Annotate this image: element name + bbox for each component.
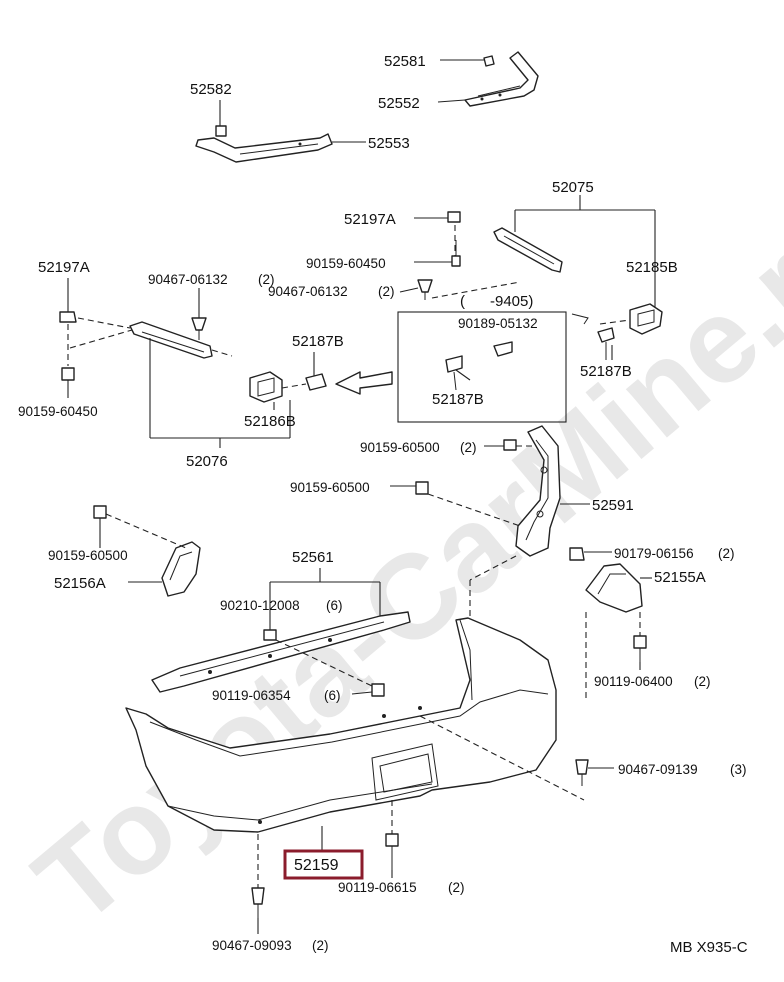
part-90467-09093-clip[interactable] xyxy=(251,887,265,918)
callout-52561: 52561 xyxy=(292,549,334,566)
callout-90467-09093-qty: (2) xyxy=(312,938,329,953)
callout-52591: 52591 xyxy=(592,497,634,514)
callout-90467-06132-left: 90467-06132 xyxy=(148,272,228,287)
part-90467-06132-right-clip[interactable] xyxy=(417,279,433,300)
callout-90467-09139: 90467-09139 xyxy=(618,762,698,777)
callout-52553: 52553 xyxy=(368,135,410,152)
callout-90179-06156: 90179-06156 xyxy=(614,546,694,561)
part-52155a-bracket[interactable] xyxy=(585,563,643,613)
callout-90467-06132-left-qty: (2) xyxy=(258,272,275,287)
part-52075-reinforcement[interactable] xyxy=(493,227,563,273)
variant-box-9405 xyxy=(397,311,567,423)
callout-52187b-mid: 52187B xyxy=(292,333,344,350)
callout-52076: 52076 xyxy=(186,453,228,470)
callout-52075: 52075 xyxy=(552,179,594,196)
callout-52552: 52552 xyxy=(378,95,420,112)
part-90159-60500-mid-bolt[interactable] xyxy=(415,481,429,495)
part-90119-06615-bolt[interactable] xyxy=(385,833,399,870)
figure-code: MB X935-C xyxy=(670,939,748,956)
part-90210-12008-washer[interactable] xyxy=(263,629,277,641)
callout-52155a: 52155A xyxy=(654,569,706,586)
part-90179-06156-nut[interactable] xyxy=(569,547,585,561)
part-90189-05132-screw[interactable] xyxy=(493,341,513,357)
callout-90119-06354-qty: (6) xyxy=(324,688,341,703)
callout-52197a-left: 52197A xyxy=(38,259,90,276)
callout-90467-06132-right: 90467-06132 xyxy=(268,284,348,299)
part-90119-06354-bolt[interactable] xyxy=(371,683,385,697)
callout-52159[interactable]: 52159 xyxy=(294,857,339,874)
callout-52187b-right: 52187B xyxy=(580,363,632,380)
callout-52582: 52582 xyxy=(190,81,232,98)
callout-90119-06615-qty: (2) xyxy=(448,880,465,895)
part-52582-clip[interactable] xyxy=(215,125,227,137)
callout-90467-09093: 90467-09093 xyxy=(212,938,292,953)
callout-90467-09139-qty: (3) xyxy=(730,762,747,777)
callout-90119-06615: 90119-06615 xyxy=(338,880,417,895)
part-52187b-mid-clip[interactable] xyxy=(305,373,327,391)
part-90467-06132-left-clip[interactable] xyxy=(191,317,207,340)
callout-90179-06156-qty: (2) xyxy=(718,546,735,561)
callout-90210-12008-qty: (6) xyxy=(326,598,343,613)
callout-90159-60500-upper-qty: (2) xyxy=(460,440,477,455)
part-90119-06400-bolt[interactable] xyxy=(633,635,647,662)
callout-90467-06132-right-qty: (2) xyxy=(378,284,395,299)
highlight-box-52159 xyxy=(283,849,364,880)
part-90467-09139-clip[interactable] xyxy=(575,759,589,786)
part-52076-reinforcement[interactable] xyxy=(129,321,213,359)
callout-52187b-box: 52187B xyxy=(432,391,484,408)
part-52185b-retainer[interactable] xyxy=(629,303,663,335)
part-90159-60450-right-bolt[interactable] xyxy=(451,240,461,267)
part-52156a-bracket[interactable] xyxy=(161,541,201,597)
callout-52581: 52581 xyxy=(384,53,426,70)
callout-52197a-right: 52197A xyxy=(344,211,396,228)
callout-90159-60500-left: 90159-60500 xyxy=(48,548,128,563)
part-52197a-left-nut[interactable] xyxy=(59,311,77,323)
part-90159-60500-left-bolt[interactable] xyxy=(93,505,107,519)
callout-90210-12008: 90210-12008 xyxy=(220,598,300,613)
part-52581-clip[interactable] xyxy=(483,55,495,67)
part-90159-60450-left-bolt[interactable] xyxy=(61,367,75,381)
callout-90159-60500-upper: 90159-60500 xyxy=(360,440,440,455)
part-52159-bumper-cover[interactable] xyxy=(125,617,557,833)
callout-90159-60450-right: 90159-60450 xyxy=(306,256,386,271)
part-90159-60500-upper-bolt[interactable] xyxy=(503,439,517,451)
callout-90159-60450-left: 90159-60450 xyxy=(18,404,98,419)
callout-90119-06400-qty: (2) xyxy=(694,674,711,689)
callout-90119-06354: 90119-06354 xyxy=(212,688,291,703)
part-52552-retainer[interactable] xyxy=(464,51,539,107)
part-52561-reinforcement[interactable] xyxy=(151,611,411,693)
callout-90119-06400: 90119-06400 xyxy=(594,674,673,689)
callout-9405: ( -9405) xyxy=(460,293,533,310)
part-52197a-right-nut[interactable] xyxy=(447,211,461,223)
part-52187b-right-clip[interactable] xyxy=(597,327,615,360)
callout-90189-05132: 90189-05132 xyxy=(458,316,538,331)
part-52553-retainer[interactable] xyxy=(195,133,333,163)
callout-52156a: 52156A xyxy=(54,575,106,592)
part-52591-bracket[interactable] xyxy=(515,425,561,557)
callout-52186b: 52186B xyxy=(244,413,296,430)
part-52186b-retainer[interactable] xyxy=(249,371,283,403)
callout-90159-60500-mid: 90159-60500 xyxy=(290,480,370,495)
callout-52185b: 52185B xyxy=(626,259,678,276)
part-52187b-box-clip[interactable] xyxy=(445,355,463,391)
